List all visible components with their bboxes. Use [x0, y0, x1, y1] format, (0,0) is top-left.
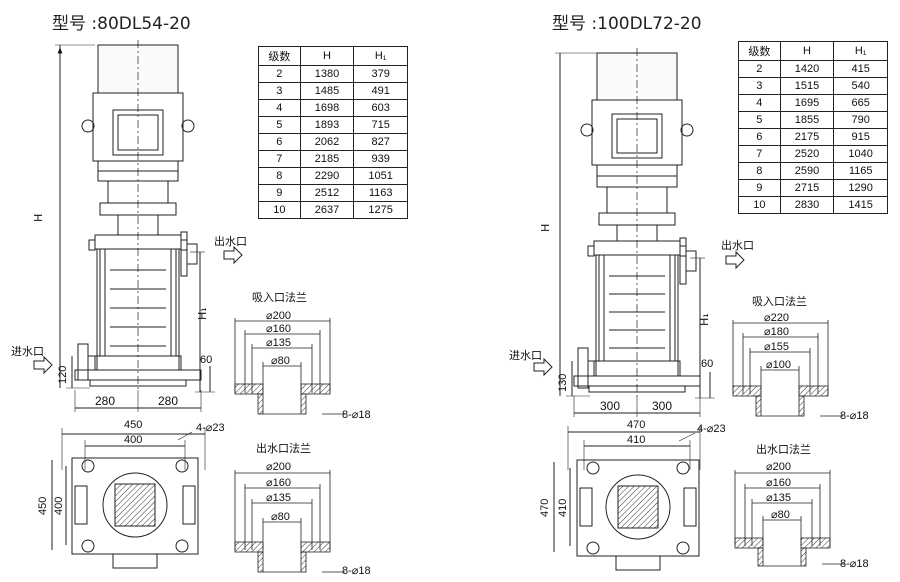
table-cell: 2637 [299, 201, 355, 219]
inlet-label-left: 进水口 [11, 345, 44, 358]
outlet-flange-d2-right: ⌀160 [766, 477, 791, 489]
outlet-label-left: 出水口 [214, 234, 247, 248]
outlet-flange-d2-left: ⌀160 [266, 477, 291, 489]
model-title-left: 型号 :80DL54-20 [52, 14, 191, 34]
plan-height-inner-left: 400 [53, 497, 65, 515]
plan-height-outer-right: 470 [539, 499, 551, 517]
outlet-flange-d4-right: ⌀80 [771, 509, 790, 521]
inlet-flange-left [234, 318, 345, 415]
table-cell: 1420 [779, 60, 835, 78]
dim-h-left: H [32, 214, 45, 222]
inlet-flange-d3-left: ⌀135 [266, 337, 291, 349]
pump-plan-right [553, 426, 701, 571]
inlet-flange-d2-right: ⌀180 [764, 326, 789, 338]
outlet-flange-holes-right: 8-⌀18 [840, 558, 869, 570]
outlet-flange-d4-left: ⌀80 [271, 511, 290, 523]
dim-60-left: 60 [200, 354, 212, 366]
table-cell: 2062 [299, 133, 355, 151]
table-cell: 1275 [353, 201, 408, 219]
inlet-flange-d1-left: ⌀200 [266, 310, 291, 322]
plan-width-inner-left: 400 [124, 434, 142, 446]
table-cell: 1051 [353, 167, 408, 185]
model-title-right: 型号 :100DL72-20 [552, 14, 702, 34]
outlet-flange-title-left: 出水口法兰 [256, 441, 311, 455]
plan-width-outer-left: 450 [124, 419, 142, 431]
inlet-flange-holes-left: 8-⌀18 [342, 409, 371, 421]
outlet-flange-right [734, 470, 845, 567]
inlet-flange-d2-left: ⌀160 [266, 323, 291, 335]
inlet-flange-d4-right: ⌀100 [766, 359, 791, 371]
table-cell: 379 [353, 65, 408, 83]
plan-height-inner-right: 410 [557, 499, 569, 517]
table-cell: 1893 [299, 116, 355, 134]
inlet-flange-holes-right: 8-⌀18 [840, 410, 869, 422]
outlet-label-right: 出水口 [721, 238, 754, 252]
table-cell: 715 [353, 116, 408, 134]
pump-elevation-left [33, 40, 243, 412]
table-cell: 1380 [299, 65, 355, 83]
plan-width-outer-right: 470 [627, 419, 645, 431]
table-cell: 540 [833, 77, 888, 95]
outlet-flange-d1-left: ⌀200 [266, 461, 291, 473]
dim-h1-left: H₁ [196, 307, 209, 320]
table-cell: 415 [833, 60, 888, 78]
pump-elevation-right [533, 48, 745, 417]
inlet-flange-d3-right: ⌀155 [764, 341, 789, 353]
table-cell: 915 [833, 128, 888, 146]
dim-base-left-b: 280 [158, 394, 178, 408]
inlet-flange-d1-right: ⌀220 [764, 312, 789, 324]
table-cell: 827 [353, 133, 408, 151]
table-cell: 491 [353, 82, 408, 100]
dim-base-right-a: 300 [600, 399, 620, 413]
outlet-flange-title-right: 出水口法兰 [756, 442, 811, 456]
plan-width-inner-right: 410 [627, 434, 645, 446]
table-cell: 603 [353, 99, 408, 117]
dim-base-left-a: 280 [95, 394, 115, 408]
table-header-row: 级数 H H₁ [258, 46, 408, 66]
dim-h-right: H [539, 224, 552, 232]
table-cell: 1415 [833, 196, 888, 214]
outlet-flange-d3-left: ⌀135 [266, 492, 291, 504]
table-header-row: 级数 H H₁ [738, 41, 888, 61]
dim-60-right: 60 [701, 358, 713, 370]
dim-inlet-height-right: 130 [557, 374, 569, 392]
plan-bolt-holes-right: 4-⌀23 [697, 423, 726, 435]
inlet-flange-title-right: 吸入口法兰 [752, 294, 807, 308]
inlet-label-right: 进水口 [509, 349, 542, 362]
dim-inlet-height-left: 120 [57, 366, 69, 384]
dim-h1-right: H₁ [698, 313, 711, 326]
table-cell: 10 [258, 201, 301, 219]
table-cell: 10 [738, 196, 781, 214]
outlet-flange-d1-right: ⌀200 [766, 461, 791, 473]
plan-bolt-holes-left: 4-⌀23 [196, 422, 225, 434]
inlet-flange-title-left: 吸入口法兰 [252, 290, 307, 304]
inlet-flange-right [732, 320, 843, 417]
plan-height-outer-left: 450 [37, 497, 49, 515]
dim-base-right-b: 300 [652, 399, 672, 413]
pump-plan-left [51, 428, 206, 569]
outlet-flange-left [234, 470, 345, 573]
table-cell: 790 [833, 111, 888, 129]
table-cell: 1290 [833, 179, 888, 197]
inlet-flange-d4-left: ⌀80 [271, 355, 290, 367]
table-cell: 1698 [299, 99, 355, 117]
outlet-flange-d3-right: ⌀135 [766, 492, 791, 504]
outlet-flange-holes-left: 8-⌀18 [342, 565, 371, 577]
